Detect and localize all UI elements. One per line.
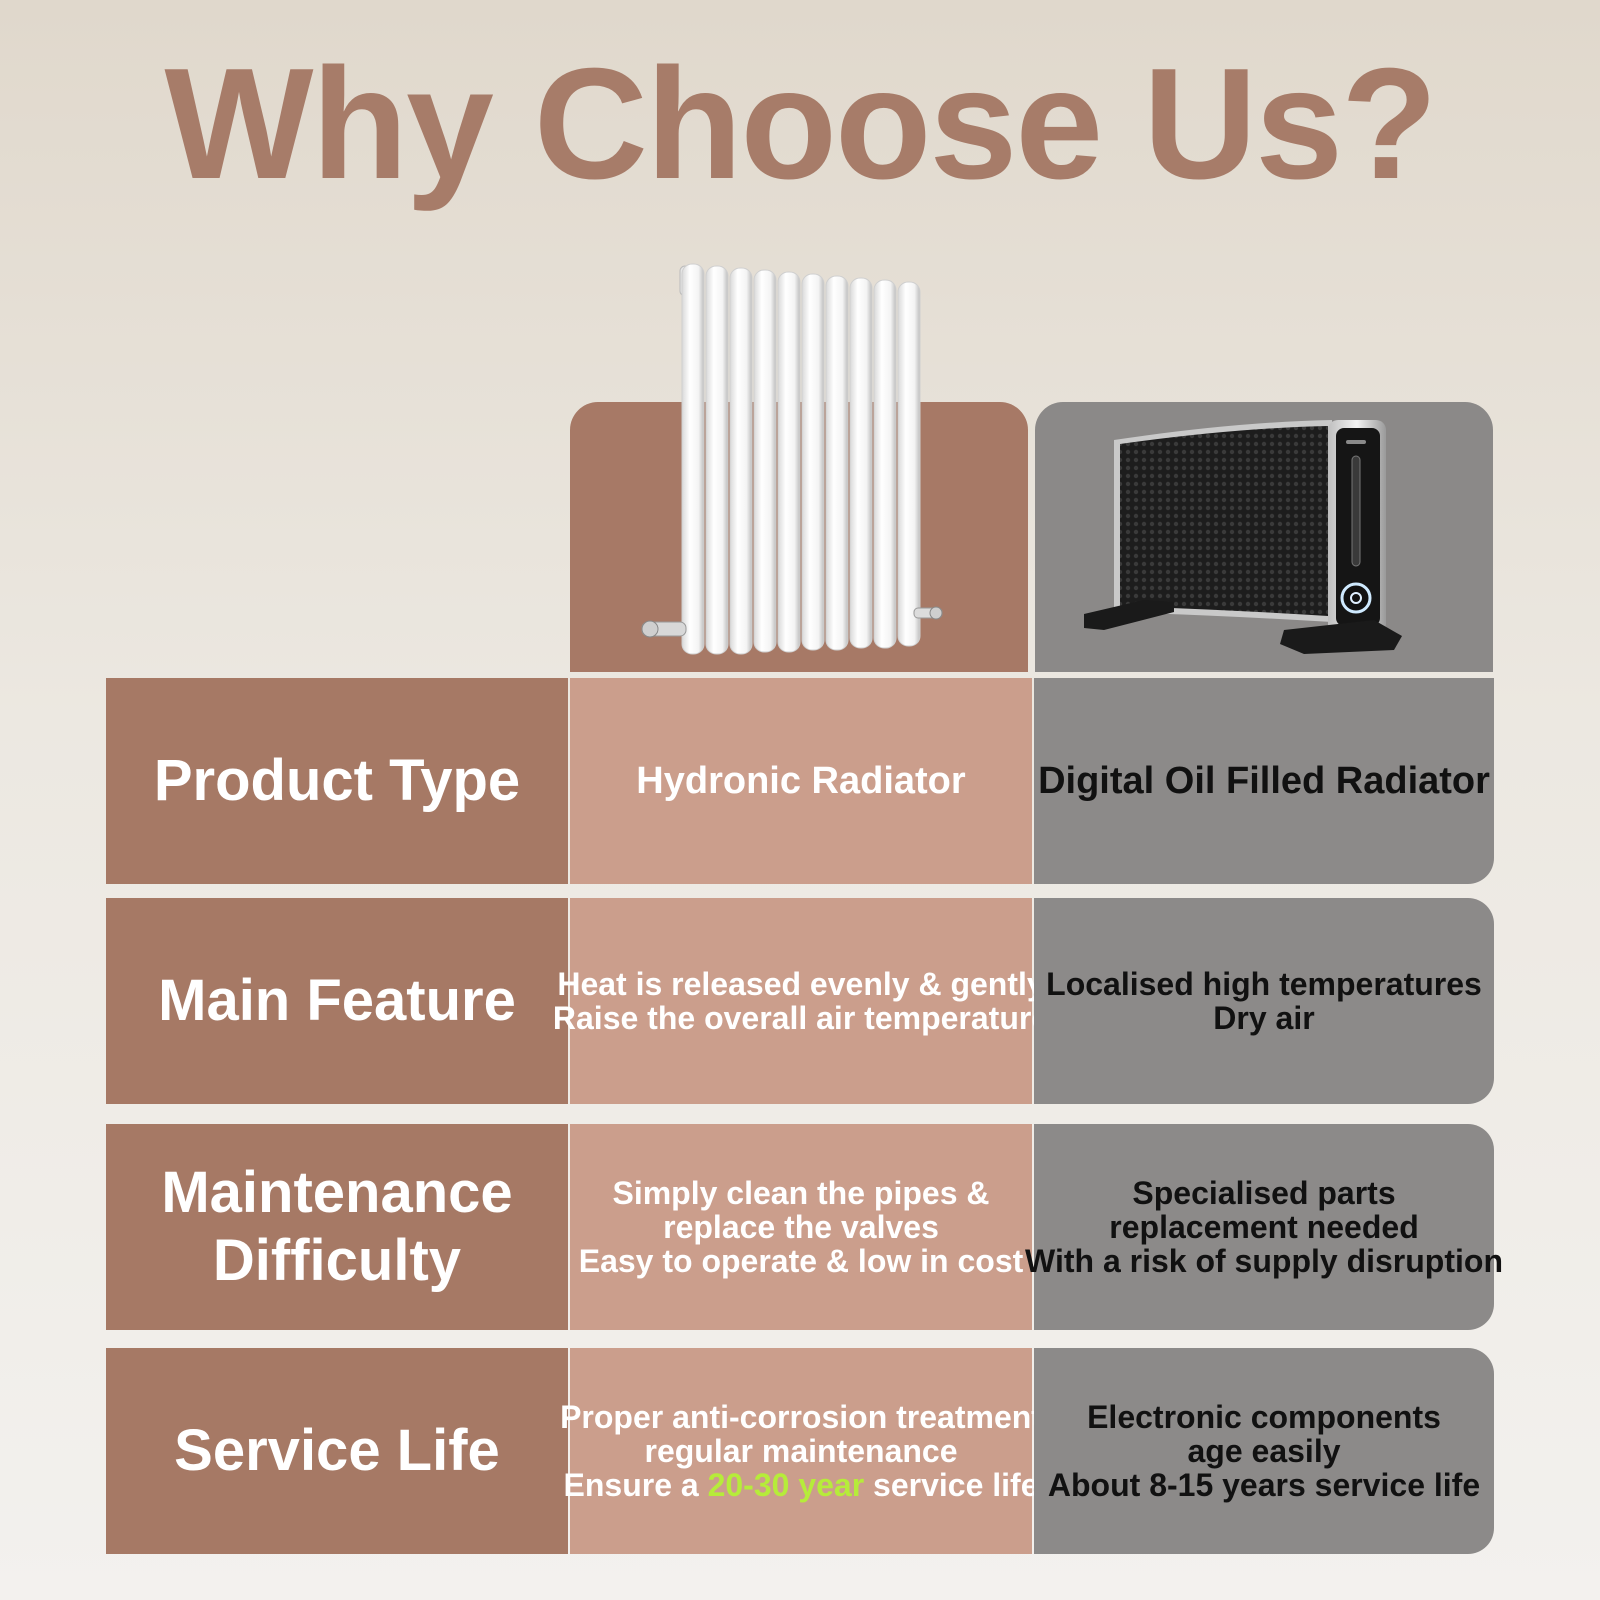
page-title: Why Choose Us?: [164, 36, 1437, 212]
row-label-service-life: Service Life: [106, 1348, 568, 1554]
hydronic-maintenance-line: Simply clean the pipes &: [612, 1175, 990, 1211]
oil-maintenance-line: replacement needed: [1109, 1209, 1419, 1245]
hydronic-service-life: Proper anti-corrosion treatment regular …: [560, 1348, 1042, 1554]
hydronic-product-type-line: Hydronic Radiator: [636, 760, 966, 802]
hydronic-main-feature: Heat is released evenly & gently Raise t…: [553, 898, 1049, 1104]
hydronic-service-line: Ensure a 20-30 year service life: [563, 1467, 1039, 1503]
hydronic-feature-line: Heat is released evenly & gently: [557, 966, 1045, 1002]
hydronic-service-line: regular maintenance: [644, 1433, 958, 1469]
oil-product-type: Digital Oil Filled Radiator: [1034, 678, 1494, 884]
oil-service-line: Electronic components: [1087, 1399, 1441, 1435]
hydronic-service-line: Proper anti-corrosion treatment: [560, 1399, 1042, 1435]
oil-maintenance-line: With a risk of supply disruption: [1025, 1243, 1503, 1279]
oil-maintenance: Specialised parts replacement needed Wit…: [1025, 1124, 1503, 1330]
oil-main-feature: Localised high temperatures Dry air: [1034, 898, 1494, 1104]
hydronic-product-type: Hydronic Radiator: [570, 678, 1032, 884]
oil-service-life: Electronic components age easily About 8…: [1034, 1348, 1494, 1554]
row-label-product-type: Product Type: [106, 678, 568, 884]
label-line: Maintenance: [161, 1160, 513, 1225]
oil-maintenance-line: Specialised parts: [1132, 1175, 1396, 1211]
hydronic-radiator-image: [641, 263, 943, 655]
row-label-main-feature: Main Feature: [106, 898, 568, 1104]
row-label-maintenance-difficulty: Maintenance Difficulty: [106, 1124, 568, 1330]
hydronic-maintenance-line: replace the valves: [663, 1209, 939, 1245]
oil-service-line: age easily: [1187, 1433, 1341, 1469]
oil-feature-line: Localised high temperatures: [1046, 966, 1482, 1002]
oil-service-line: About 8-15 years service life: [1047, 1467, 1481, 1503]
oil-feature-line: Dry air: [1213, 1000, 1315, 1036]
hydronic-feature-line: Raise the overall air temperature: [552, 1000, 1050, 1036]
service-life-highlight: 20-30 year: [707, 1467, 865, 1503]
hydronic-maintenance: Simply clean the pipes & replace the val…: [570, 1124, 1032, 1330]
label-line: Difficulty: [212, 1228, 462, 1293]
hydronic-maintenance-line: Easy to operate & low in cost: [578, 1243, 1024, 1279]
oil-product-type-line: Digital Oil Filled Radiator: [1038, 760, 1490, 802]
oil-filled-radiator-image: [1084, 420, 1402, 654]
